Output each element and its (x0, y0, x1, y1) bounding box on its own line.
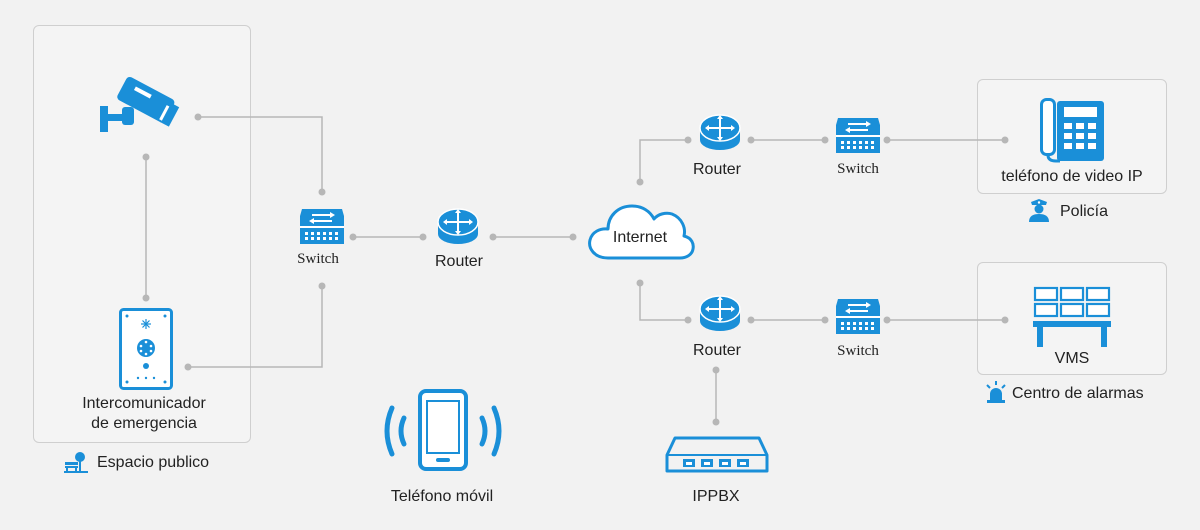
police-label: Policía (1060, 203, 1109, 220)
intercom-label-line2: de emergencia (91, 415, 197, 432)
switch-bottom-label: Switch (837, 343, 879, 359)
switch-left-label: Switch (297, 251, 339, 267)
alarm-center-label: Centro de alarmas (1012, 385, 1144, 402)
park-bench-icon (64, 452, 88, 473)
intercom-to-switch-line (188, 286, 323, 368)
public-space-label: Espacio publico (97, 454, 210, 471)
camera-to-switch-line (198, 116, 323, 192)
ippbx-label: IPPBX (692, 488, 740, 505)
switch-top-label: Switch (837, 161, 879, 177)
video-phone-label: teléfono de video IP (1001, 168, 1143, 185)
mobile-label: Teléfono móvil (390, 488, 494, 505)
vms-label: VMS (1054, 350, 1090, 367)
smartphone-icon (384, 389, 502, 471)
cloud-icon (588, 204, 695, 260)
alarm-center-area (977, 262, 1167, 375)
internet-to-router-top-line (639, 139, 688, 182)
network-switch-icon (300, 209, 344, 244)
network-switch-icon (836, 299, 880, 334)
intercom-label-line1: Intercomunicador (82, 395, 206, 412)
police-officer-icon (1029, 199, 1049, 222)
router-icon (699, 114, 741, 150)
desk-phone-icon (1040, 98, 1104, 163)
video-wall-icon (1033, 286, 1111, 347)
internet-to-router-bottom-line (639, 283, 688, 321)
router-icon (699, 295, 741, 331)
router-center-label: Router (434, 253, 484, 270)
router-icon (437, 208, 479, 244)
internet-label: Internet (612, 229, 668, 246)
cctv-camera-icon (100, 76, 180, 132)
intercom-panel-icon (119, 308, 173, 390)
router-top-label: Router (692, 161, 742, 178)
alarm-light-icon (986, 381, 1006, 403)
router-bottom-label: Router (692, 342, 742, 359)
network-switch-icon (836, 118, 880, 153)
pbx-device-icon (665, 436, 769, 473)
